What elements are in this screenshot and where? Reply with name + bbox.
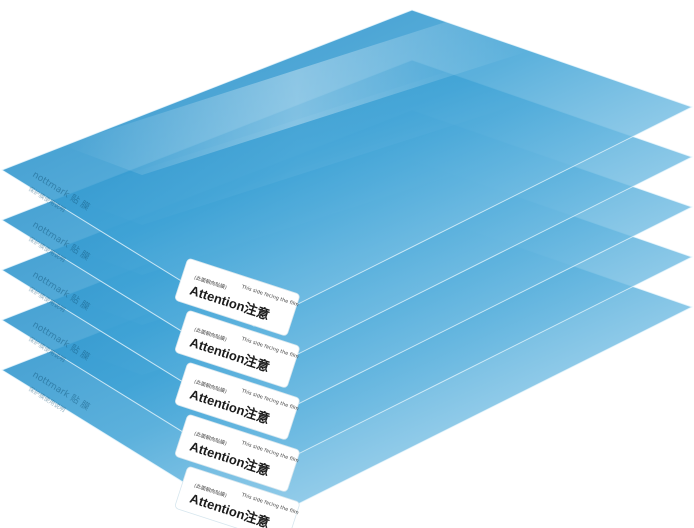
attention-label-card xyxy=(175,362,300,440)
film-sheet-glare xyxy=(62,20,532,175)
attention-label-card xyxy=(175,258,300,336)
attention-label-card xyxy=(175,466,300,528)
attention-label-card xyxy=(175,310,300,388)
film-sheet-surface xyxy=(0,9,694,327)
attention-label-card xyxy=(175,414,300,492)
